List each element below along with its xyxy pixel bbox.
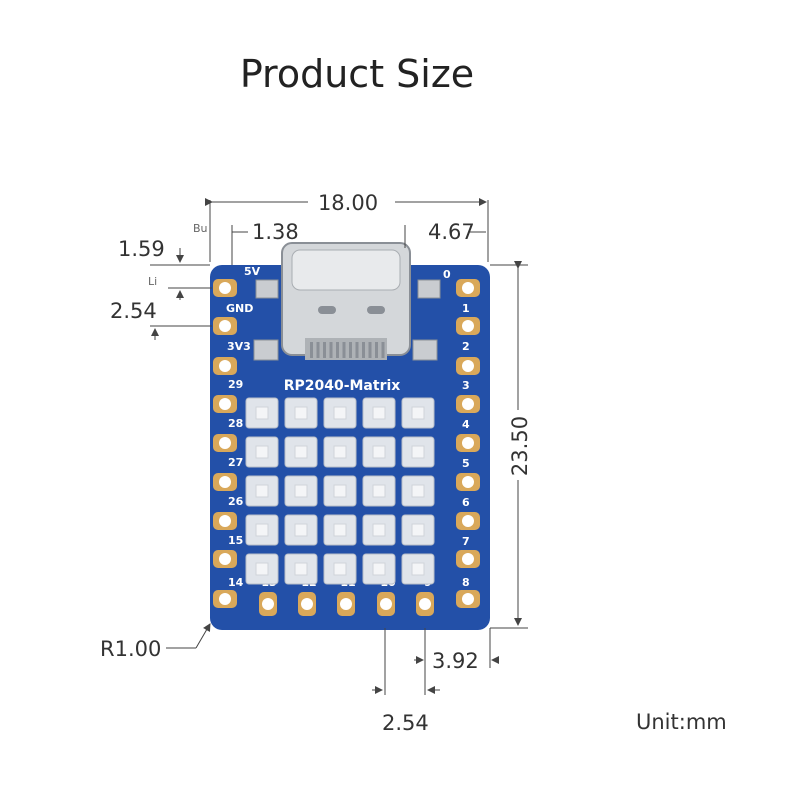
page-title: Product Size bbox=[239, 52, 475, 96]
right-pin-label: 4 bbox=[462, 418, 470, 431]
led bbox=[362, 397, 396, 429]
castellated-pad bbox=[213, 279, 237, 297]
dim-right-offset: 4.67 bbox=[428, 220, 475, 244]
led bbox=[401, 514, 435, 546]
led bbox=[401, 475, 435, 507]
right-pin-labels: 1 2 3 4 5 6 7 8 bbox=[462, 302, 470, 589]
castellated-pad bbox=[416, 592, 434, 616]
left-pin-label: 29 bbox=[228, 378, 243, 391]
right-pin-label: 5 bbox=[462, 457, 470, 470]
left-pin-label: 14 bbox=[228, 576, 244, 589]
castellated-pad bbox=[456, 434, 480, 452]
led bbox=[323, 514, 357, 546]
led bbox=[362, 553, 396, 585]
castellated-pad bbox=[456, 473, 480, 491]
castellated-pad bbox=[213, 357, 237, 375]
right-pin-label: 7 bbox=[462, 535, 470, 548]
board-name: RP2040-Matrix bbox=[284, 378, 401, 394]
pin-label-0: 0 bbox=[443, 268, 451, 281]
right-pin-label: 6 bbox=[462, 496, 470, 509]
pin-label-5v: 5V bbox=[244, 265, 261, 278]
tiny-label-top: Bu bbox=[193, 222, 208, 235]
castellated-pad bbox=[213, 590, 237, 608]
led bbox=[284, 436, 318, 468]
led bbox=[401, 397, 435, 429]
right-pin-label: 3 bbox=[462, 379, 470, 392]
castellated-pad bbox=[456, 357, 480, 375]
dim-left-offset: 1.38 bbox=[252, 220, 299, 244]
led bbox=[245, 553, 279, 585]
castellated-pad bbox=[456, 395, 480, 413]
dimension-lines bbox=[150, 198, 528, 695]
dim-height: 23.50 bbox=[508, 416, 532, 476]
castellated-pad bbox=[213, 395, 237, 413]
led bbox=[362, 514, 396, 546]
dim-pin-pitch-left: 2.54 bbox=[110, 299, 157, 323]
led bbox=[323, 475, 357, 507]
dim-corner-radius: R1.00 bbox=[100, 637, 161, 661]
led bbox=[245, 514, 279, 546]
led bbox=[362, 475, 396, 507]
castellated-pad bbox=[213, 434, 237, 452]
castellated-pad bbox=[456, 317, 480, 335]
led bbox=[401, 436, 435, 468]
left-pin-label: 15 bbox=[228, 534, 243, 547]
led bbox=[245, 475, 279, 507]
dim-pin-pitch-bottom: 2.54 bbox=[382, 711, 429, 735]
led bbox=[284, 514, 318, 546]
led bbox=[245, 436, 279, 468]
led bbox=[284, 553, 318, 585]
led bbox=[401, 553, 435, 585]
unit-label: Unit:mm bbox=[636, 710, 727, 734]
castellated-pad bbox=[456, 590, 480, 608]
pin-label-gnd: GND bbox=[226, 302, 253, 315]
usb-c-connector bbox=[253, 242, 441, 361]
left-pin-label: 27 bbox=[228, 456, 243, 469]
dim-bottom-right: 3.92 bbox=[432, 649, 479, 673]
castellated-pad bbox=[377, 592, 395, 616]
tiny-label-side: Li bbox=[148, 275, 157, 288]
led-matrix bbox=[245, 397, 435, 585]
left-pin-label: 28 bbox=[228, 417, 243, 430]
right-pin-label: 2 bbox=[462, 340, 470, 353]
right-pin-label: 1 bbox=[462, 302, 470, 315]
castellated-pad bbox=[213, 550, 237, 568]
led bbox=[362, 436, 396, 468]
pin-label-3v3: 3V3 bbox=[227, 340, 251, 353]
left-pin-label: 26 bbox=[228, 495, 244, 508]
castellated-pad bbox=[337, 592, 355, 616]
right-pin-label: 8 bbox=[462, 576, 470, 589]
led bbox=[323, 553, 357, 585]
pad-group bbox=[213, 279, 480, 616]
castellated-pad bbox=[456, 279, 480, 297]
castellated-pad bbox=[213, 512, 237, 530]
led bbox=[323, 436, 357, 468]
castellated-pad bbox=[259, 592, 277, 616]
castellated-pad bbox=[456, 512, 480, 530]
dim-top-offset: 1.59 bbox=[118, 237, 165, 261]
led bbox=[284, 397, 318, 429]
castellated-pad bbox=[298, 592, 316, 616]
led bbox=[284, 475, 318, 507]
led bbox=[323, 397, 357, 429]
dim-width: 18.00 bbox=[318, 191, 378, 215]
castellated-pad bbox=[456, 550, 480, 568]
castellated-pad bbox=[213, 473, 237, 491]
castellated-pad bbox=[213, 317, 237, 335]
led bbox=[245, 397, 279, 429]
left-pin-labels: 29 28 27 26 15 14 bbox=[228, 378, 244, 589]
